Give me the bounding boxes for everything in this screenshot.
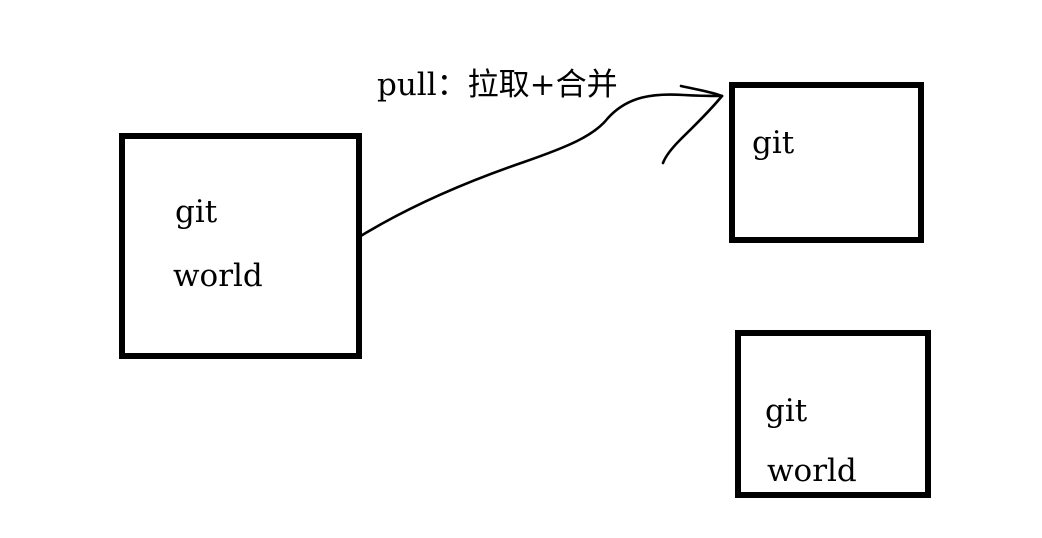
right-bottom-box-line-world: world bbox=[767, 453, 857, 489]
pull-arrow-head-lower bbox=[661, 94, 724, 165]
right-bottom-repository-box: git world bbox=[735, 330, 931, 498]
right-bottom-box-line-git: git bbox=[765, 393, 808, 429]
pull-arrow-line bbox=[349, 93, 724, 244]
right-top-box-line-git: git bbox=[752, 125, 795, 161]
pull-arrow-head-upper bbox=[679, 84, 724, 98]
right-top-repository-box: git bbox=[729, 82, 924, 243]
left-box-line-world: world bbox=[173, 258, 263, 294]
left-repository-box: git world bbox=[119, 133, 362, 359]
pull-arrow-label: pull：拉取+合并 bbox=[377, 67, 618, 103]
left-box-line-git: git bbox=[175, 194, 218, 230]
